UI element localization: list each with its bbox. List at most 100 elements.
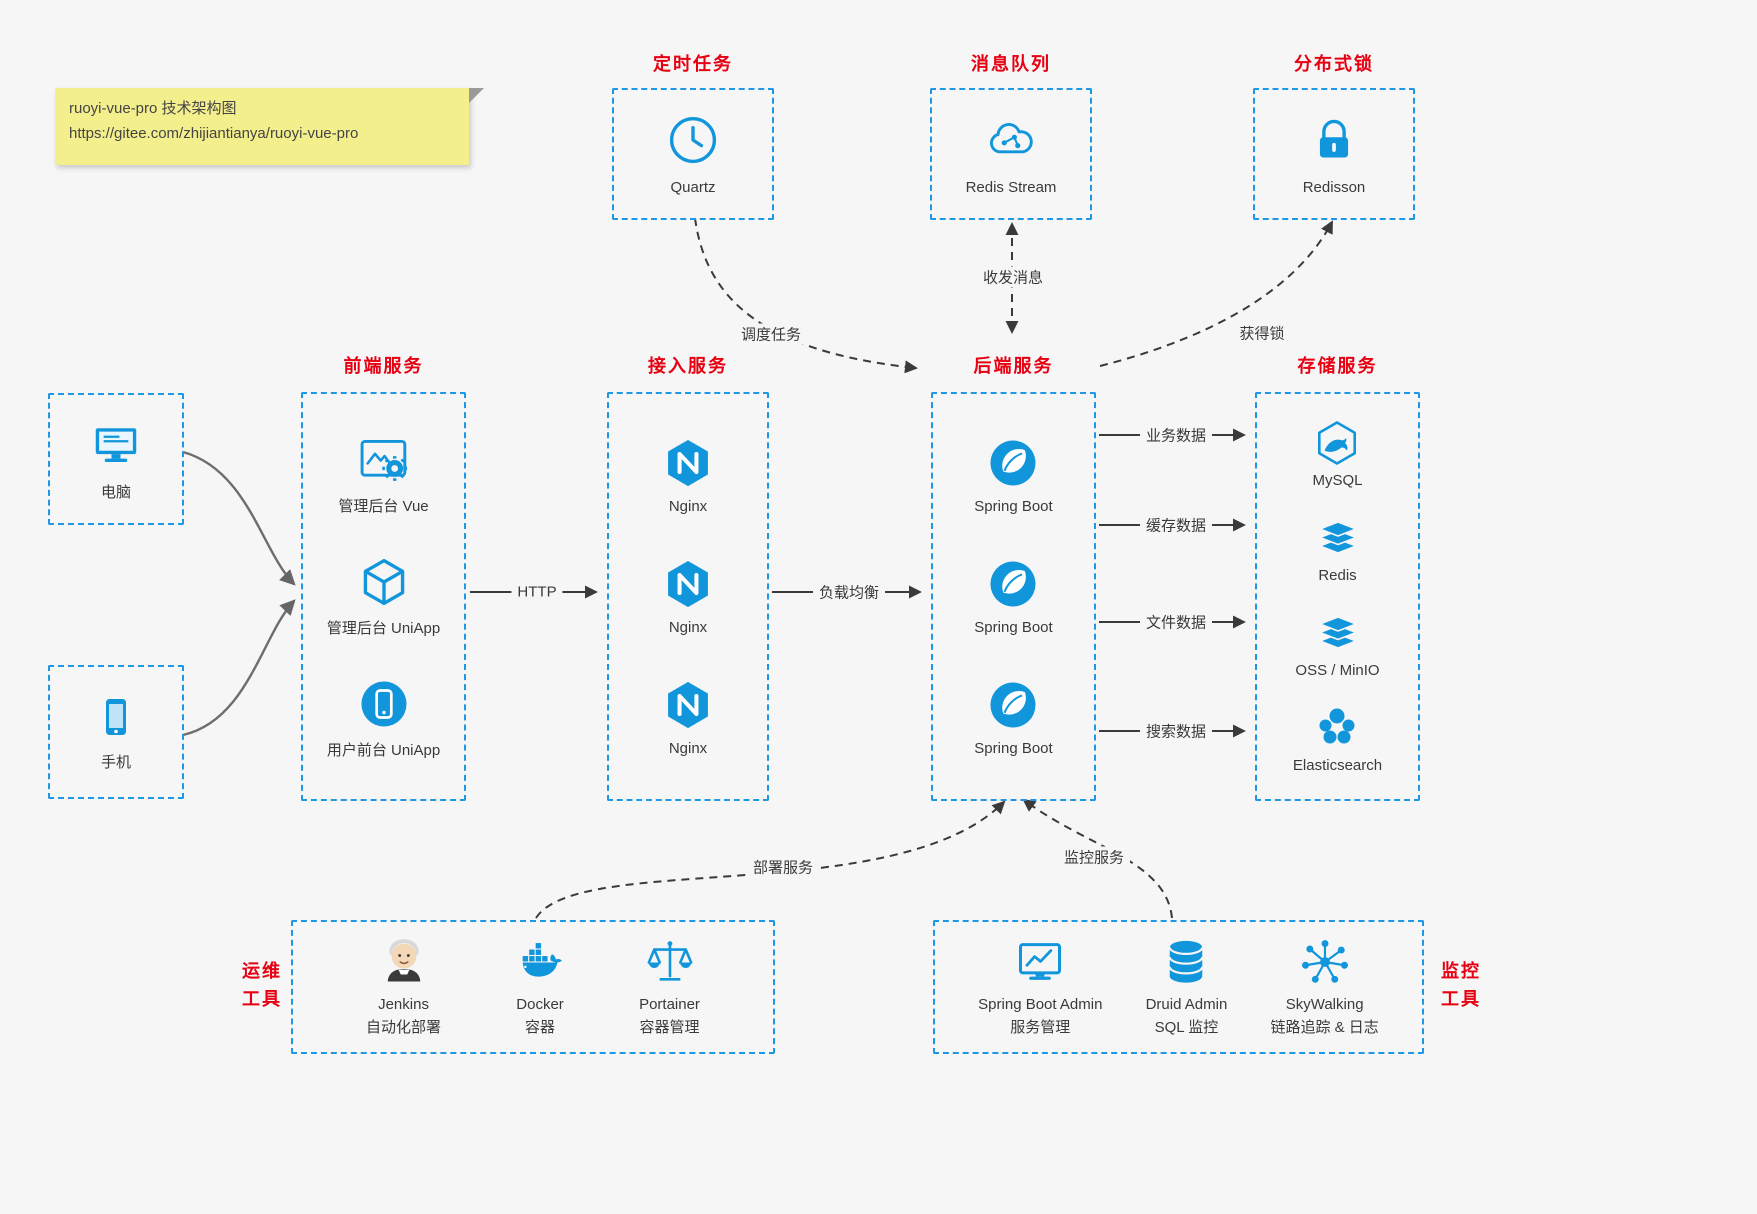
column-storage-services: 存储服务 MySQL Redis OSS / MinIO Elasticsear… [1255, 352, 1420, 801]
column-title-frontend: 前端服务 [343, 356, 424, 376]
node-label-mobile: 手机 [100, 753, 131, 771]
tool-name-portainer: Portainer [639, 996, 700, 1013]
side-label-monitor-line1: 监控 [1441, 961, 1481, 981]
druid-db-icon [1160, 936, 1212, 988]
edge-label-deploy-service: 部署服务 [746, 856, 820, 878]
node-mobile-client: 手机 [48, 665, 184, 799]
node-label-spring-2: Spring Boot [974, 619, 1053, 636]
tool-name-skywalking: SkyWalking [1285, 996, 1364, 1013]
node-elasticsearch: Elasticsearch [1293, 704, 1382, 774]
portainer-icon [644, 936, 696, 988]
node-label-desktop: 电脑 [100, 483, 131, 501]
storage-box: MySQL Redis OSS / MinIO Elasticsearch [1255, 392, 1420, 801]
skywalking-icon [1299, 936, 1351, 988]
node-label-spring-3: Spring Boot [974, 740, 1053, 757]
column-backend-services: 后端服务 Spring Boot Spring Boot Spring Boot [931, 352, 1096, 801]
edge-label-monitor-service: 监控服务 [1057, 846, 1131, 868]
node-label-quartz: Quartz [670, 178, 716, 196]
node-label-oss-minio: OSS / MinIO [1295, 662, 1380, 679]
node-quartz: Quartz [612, 88, 774, 220]
tool-name-sba: Spring Boot Admin [978, 996, 1103, 1013]
node-admin-vue: 管理后台 Vue [338, 433, 429, 516]
node-spring-boot-admin: Spring Boot Admin 服务管理 [978, 936, 1102, 1038]
edge-label-send-receive-message: 收发消息 [976, 266, 1050, 288]
tool-desc-jenkins: 自动化部署 [366, 1019, 442, 1036]
column-title-storage: 存储服务 [1297, 356, 1378, 376]
spring-boot-admin-icon [1014, 936, 1066, 988]
note-fold-icon [469, 88, 484, 103]
tool-name-druid: Druid Admin [1145, 996, 1228, 1013]
spring-boot-icon [986, 678, 1040, 732]
side-label-ops-line2: 工具 [242, 988, 282, 1009]
desktop-icon [89, 417, 143, 471]
node-spring-boot-1: Spring Boot [974, 436, 1053, 515]
node-portainer: Portainer 容器管理 [639, 936, 700, 1038]
edge-label-business-data: 业务数据 [1139, 424, 1213, 446]
node-druid-admin: Druid Admin SQL 监控 [1145, 936, 1228, 1038]
tool-name-docker: Docker [516, 996, 564, 1013]
tool-name-jenkins: Jenkins [378, 996, 429, 1013]
node-user-uniapp: 用户前台 UniApp [327, 677, 440, 760]
node-nginx-2: Nginx [661, 557, 715, 636]
tool-desc-docker: 容器 [525, 1019, 556, 1036]
column-frontend-services: 前端服务 管理后台 Vue 管理后台 UniApp 用户前台 UniApp [301, 352, 466, 801]
edge-label-cache-data: 缓存数据 [1139, 514, 1213, 536]
nginx-icon [661, 436, 715, 490]
arrow-schedule-task [694, 217, 918, 374]
group-title-scheduled-tasks: 定时任务 [653, 54, 733, 74]
arrow-acquire-lock [1099, 220, 1333, 367]
node-jenkins: Jenkins 自动化部署 [366, 936, 441, 1038]
backend-box: Spring Boot Spring Boot Spring Boot [931, 392, 1096, 801]
edge-label-load-balance: 负载均衡 [812, 581, 886, 603]
node-docker: Docker 容器 [514, 936, 566, 1038]
column-title-access: 接入服务 [648, 356, 728, 376]
sticky-note: ruoyi-vue-pro 技术架构图 https://gitee.com/zh… [55, 88, 484, 165]
node-nginx-1: Nginx [661, 436, 715, 515]
node-redis-stream: Redis Stream [930, 88, 1092, 220]
side-label-monitor-tools: 监控 工具 [1437, 958, 1485, 1014]
edge-label-http: HTTP [511, 583, 563, 601]
node-nginx-3: Nginx [661, 678, 715, 757]
tool-desc-portainer: 容器管理 [639, 1019, 700, 1036]
node-spring-boot-3: Spring Boot [974, 678, 1053, 757]
node-label-redisson: Redisson [1302, 178, 1366, 196]
node-label-nginx-3: Nginx [668, 740, 708, 757]
node-redisson: Redisson [1253, 88, 1415, 220]
side-label-ops-line1: 运维 [242, 961, 282, 981]
access-box: Nginx Nginx Nginx [607, 392, 769, 801]
edge-label-acquire-lock: 获得锁 [1233, 322, 1291, 344]
node-mysql: MySQL [1312, 419, 1363, 489]
node-label-user-uniapp: 用户前台 UniApp [326, 742, 441, 759]
node-desktop-client: 电脑 [48, 393, 184, 525]
group-title-message-queue: 消息队列 [971, 54, 1051, 74]
monitoring-tools-box: Spring Boot Admin 服务管理 Druid Admin SQL 监… [933, 920, 1424, 1054]
admin-vue-icon [357, 433, 411, 487]
tool-desc-skywalking: 链路追踪 & 日志 [1270, 1019, 1379, 1036]
arrow-mobile-to-frontend [182, 599, 296, 737]
group-scheduled-tasks: 定时任务 Quartz [612, 50, 774, 220]
node-spring-boot-2: Spring Boot [974, 557, 1053, 636]
spring-boot-icon [986, 436, 1040, 490]
note-title: ruoyi-vue-pro 技术架构图 [69, 100, 237, 117]
note-url: https://gitee.com/zhijiantianya/ruoyi-vu… [69, 124, 359, 142]
frontend-box: 管理后台 Vue 管理后台 UniApp 用户前台 UniApp [301, 392, 466, 801]
mobile-icon [92, 693, 140, 741]
node-label-elasticsearch: Elasticsearch [1292, 757, 1383, 774]
elasticsearch-icon [1313, 704, 1361, 752]
edge-label-schedule-task: 调度任务 [734, 323, 808, 345]
node-admin-uniapp: 管理后台 UniApp [327, 555, 440, 638]
user-app-icon [357, 677, 411, 731]
node-label-spring-1: Spring Boot [974, 498, 1053, 515]
side-label-ops-tools: 运维 工具 [238, 958, 286, 1014]
uniapp-cube-icon [357, 555, 411, 609]
cloud-network-icon [984, 113, 1038, 167]
node-label-redis: Redis [1318, 567, 1357, 584]
ops-tools-box: Jenkins 自动化部署 Docker 容器 Portainer 容器管理 [291, 920, 775, 1054]
nginx-icon [661, 557, 715, 611]
node-label-mysql: MySQL [1312, 472, 1363, 489]
oss-stack-icon [1314, 609, 1362, 657]
group-title-distributed-lock: 分布式锁 [1294, 54, 1374, 74]
node-label-nginx-1: Nginx [668, 498, 708, 515]
